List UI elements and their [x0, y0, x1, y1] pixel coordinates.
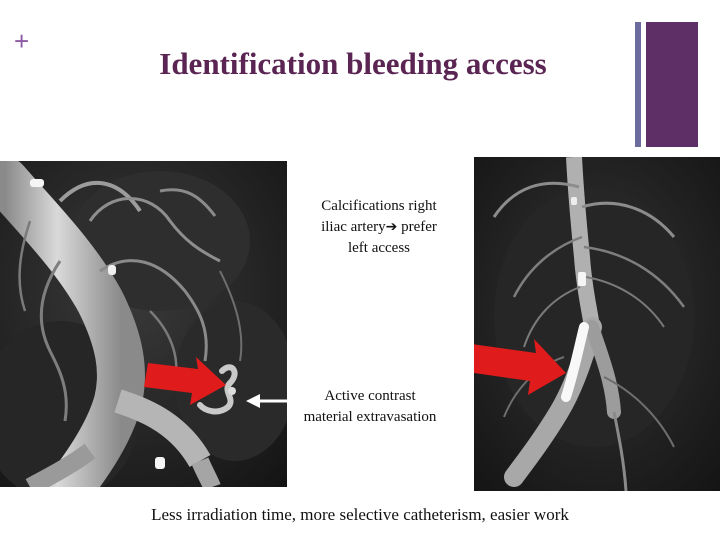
annotation-extravasation-line2: material extravasation [303, 409, 437, 425]
annotation-calcifications-line3: left access [347, 240, 411, 256]
annotation-extravasation-line1: Active contrast [324, 388, 416, 404]
annotation-calcifications-line2: iliac artery➔ prefer [296, 217, 462, 238]
slide-footer-text: Less irradiation time, more selective ca… [151, 505, 569, 524]
annotation-calcifications-line1: Calcifications right [321, 198, 437, 214]
annotation-calcifications-line2-post: prefer [397, 219, 437, 235]
decorative-bar-thin [635, 22, 641, 147]
annotation-calcifications-line2-pre: iliac artery [321, 219, 386, 235]
ct-angiography-left [0, 161, 287, 487]
annotation-calcifications: Calcifications right iliac artery➔ prefe… [296, 196, 462, 259]
decorative-bar-thick [646, 22, 698, 147]
ct-angiography-right [474, 157, 720, 491]
right-arrow-icon: ➔ [385, 219, 398, 235]
annotation-extravasation: Active contrast material extravasation [288, 386, 452, 428]
slide-title: Identification bleeding access [159, 46, 547, 81]
corner-plus-icon: + [14, 26, 30, 56]
